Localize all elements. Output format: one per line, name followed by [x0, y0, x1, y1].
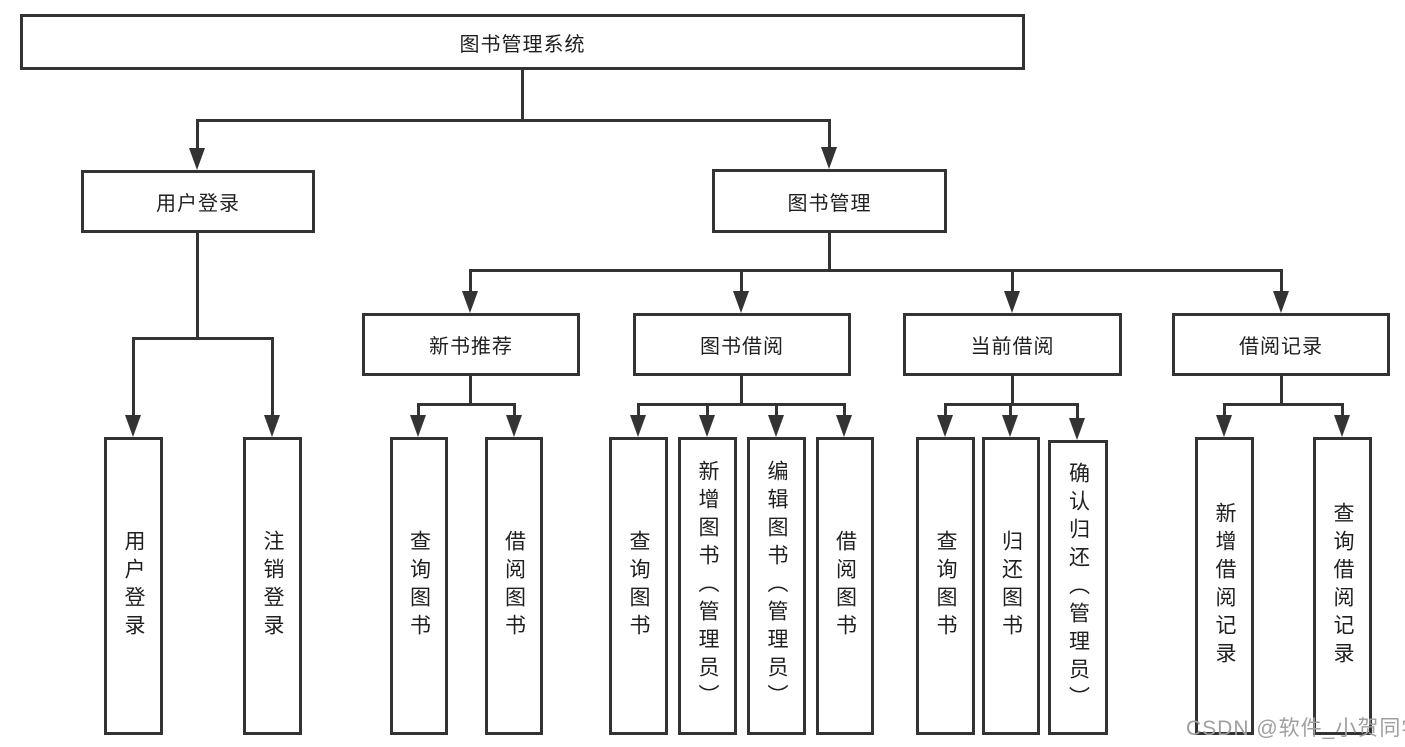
arrowhead-rcd-query: [1334, 415, 1350, 437]
leaf-current-query-book: 查询图书: [916, 437, 975, 735]
connector-user-login-bar: [132, 337, 274, 340]
leaf-user-login-label: 用户登录: [122, 530, 145, 642]
connector-root-bar: [196, 119, 831, 122]
arrowhead-cur-return: [1002, 415, 1018, 437]
leaf-records-query-record: 查询借阅记录: [1313, 437, 1372, 735]
arrowhead-cur-query: [937, 415, 953, 437]
leaf-logout-label: 注销登录: [261, 530, 284, 642]
leaf-current-query-book-label: 查询图书: [934, 530, 957, 642]
connector-current-borrow-stem: [1011, 376, 1014, 406]
connector-drop-cur-confirm: [1076, 403, 1079, 419]
leaf-current-return-book-label: 归还图书: [999, 530, 1023, 642]
node-borrow-records: 借阅记录: [1172, 313, 1390, 376]
connector-drop-borrow-records: [1280, 269, 1283, 295]
connector-drop-bor-query: [637, 403, 640, 417]
leaf-current-return-book: 归还图书: [982, 437, 1040, 735]
node-borrow-records-label: 借阅记录: [1239, 336, 1323, 358]
node-book-borrow: 图书借阅: [633, 313, 851, 376]
connector-borrow-records-bar: [1223, 403, 1343, 406]
connector-drop-rec-query: [417, 403, 420, 417]
connector-book-borrow-bar: [637, 403, 846, 406]
arrowhead-new-book-rec: [462, 291, 478, 313]
leaf-records-add-record-label: 新增借阅记录: [1213, 502, 1236, 670]
leaf-current-confirm-return: 确认归还（管理员）: [1048, 440, 1108, 735]
connector-drop-rcd-query: [1341, 403, 1344, 417]
connector-new-book-rec-stem: [469, 376, 472, 406]
leaf-borrow-query-book: 查询图书: [609, 437, 668, 735]
connector-book-mgmt-bar: [469, 269, 1282, 272]
arrowhead-current-borrow: [1004, 291, 1020, 313]
connector-drop-cur-return: [1009, 403, 1012, 417]
leaf-borrow-add-book: 新增图书（管理员）: [678, 437, 737, 735]
arrowhead-book-mgmt: [821, 147, 837, 169]
node-root-label: 图书管理系统: [459, 33, 586, 56]
arrowhead-bor-add: [699, 415, 715, 437]
node-current-borrow: 当前借阅: [903, 313, 1122, 376]
leaf-borrow-edit-book: 编辑图书（管理员）: [747, 437, 806, 735]
arrowhead-book-borrow: [733, 291, 749, 313]
leaf-recommend-borrow-book-label: 借阅图书: [502, 530, 526, 642]
connector-book-borrow-stem: [740, 376, 743, 406]
arrowhead-rec-borrow: [506, 415, 522, 437]
arrowhead-bor-borrow: [836, 415, 852, 437]
leaf-records-query-record-label: 查询借阅记录: [1331, 502, 1354, 670]
node-new-book-recommend-label: 新书推荐: [429, 336, 513, 358]
arrowhead-rec-query: [410, 415, 426, 437]
leaf-current-confirm-return-label: 确认归还（管理员）: [1066, 461, 1090, 714]
leaf-logout: 注销登录: [243, 437, 302, 735]
connector-user-login-stem: [196, 233, 199, 340]
connector-drop-new-book-rec: [469, 269, 472, 295]
connector-root-stem: [521, 69, 524, 121]
node-new-book-recommend: 新书推荐: [362, 313, 580, 376]
arrowhead-rcd-add: [1216, 415, 1232, 437]
connector-borrow-records-stem: [1280, 376, 1283, 406]
node-book-management: 图书管理: [712, 169, 947, 233]
arrowhead-leaf-user-login: [125, 415, 141, 437]
arrowhead-bor-query: [630, 415, 646, 437]
node-book-borrow-label: 图书借阅: [700, 336, 784, 358]
connector-drop-rec-borrow: [513, 403, 516, 417]
leaf-user-login: 用户登录: [104, 437, 163, 735]
connector-drop-book-borrow: [740, 269, 743, 295]
arrowhead-borrow-records: [1273, 291, 1289, 313]
arrowhead-bor-edit: [768, 415, 784, 437]
leaf-borrow-borrow-book-label: 借阅图书: [833, 530, 857, 642]
connector-new-book-rec-bar: [417, 403, 516, 406]
connector-drop-cur-query: [944, 403, 947, 417]
leaf-borrow-edit-book-label: 编辑图书（管理员）: [765, 460, 788, 712]
leaf-borrow-add-book-label: 新增图书（管理员）: [696, 460, 719, 712]
node-user-login: 用户登录: [81, 170, 315, 233]
connector-drop-bor-edit: [775, 403, 778, 417]
watermark: CSDN @软件_小贺同学: [1186, 717, 1405, 740]
node-book-management-label: 图书管理: [787, 192, 872, 215]
connector-drop-current-borrow: [1011, 269, 1014, 295]
arrowhead-user-login: [189, 148, 205, 170]
connector-drop-user-login: [196, 119, 199, 151]
arrowhead-cur-confirm: [1069, 418, 1085, 440]
leaf-recommend-query-book: 查询图书: [390, 437, 448, 735]
leaf-borrow-borrow-book: 借阅图书: [816, 437, 874, 735]
connector-drop-bor-add: [706, 403, 709, 417]
connector-book-mgmt-stem: [828, 233, 831, 272]
connector-drop-rcd-add: [1223, 403, 1226, 417]
connector-drop-bor-borrow: [843, 403, 846, 417]
leaf-records-add-record: 新增借阅记录: [1195, 437, 1254, 735]
node-user-login-label: 用户登录: [156, 193, 240, 215]
connector-drop-leaf-user-login: [132, 337, 135, 417]
leaf-borrow-query-book-label: 查询图书: [627, 530, 650, 642]
leaf-recommend-borrow-book: 借阅图书: [485, 437, 543, 735]
arrowhead-leaf-logout: [264, 415, 280, 437]
node-current-borrow-label: 当前借阅: [970, 336, 1055, 358]
node-root: 图书管理系统: [20, 14, 1025, 70]
connector-drop-leaf-logout: [271, 337, 274, 417]
leaf-recommend-query-book-label: 查询图书: [407, 530, 431, 642]
connector-drop-book-mgmt: [828, 119, 831, 151]
